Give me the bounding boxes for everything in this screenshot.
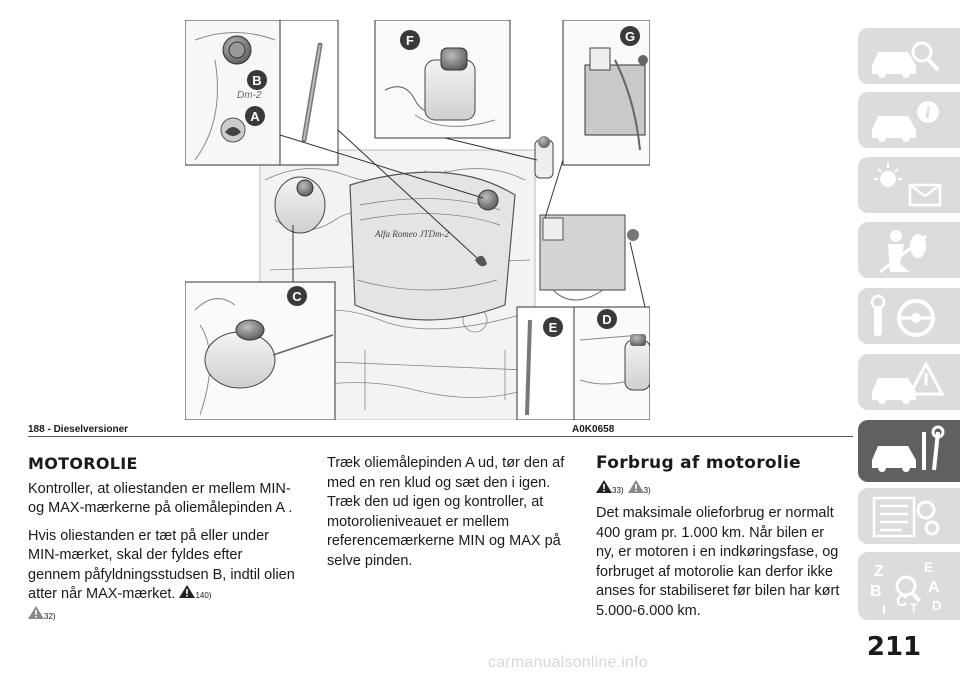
svg-text:C: C	[292, 289, 302, 304]
oil-filler-cap	[477, 189, 499, 211]
tab-airbag-seat[interactable]	[858, 222, 960, 278]
car-warning-icon	[872, 360, 945, 404]
car-tools-icon	[872, 425, 945, 472]
column-consumption: Forbrug af motorolie 33) 3) Det maksimal…	[596, 453, 846, 629]
ref-140: 140)	[195, 591, 212, 600]
engine-badge: Alfa Romeo JTDm-2	[374, 229, 449, 239]
callout-c: C	[287, 286, 307, 306]
tab-lights-message[interactable]	[858, 157, 960, 213]
caution-triangle-icon	[28, 605, 44, 619]
inset-mark: Dm-2	[237, 90, 262, 101]
svg-text:B: B	[870, 583, 882, 600]
callout-b: B	[247, 70, 267, 90]
tab-car-warning[interactable]	[858, 354, 960, 410]
paragraph-consumption: Det maksimale olieforbrug er normalt 400…	[596, 505, 840, 619]
svg-text:D: D	[932, 598, 941, 613]
divider	[28, 436, 853, 437]
heading-motorolie: MOTOROLIE	[28, 454, 138, 473]
warning-triangle-icon	[596, 479, 612, 493]
refs-row: 33) 3)	[596, 479, 846, 501]
engine-compartment-illustration: Alfa Romeo JTDm-2 Dm-2	[185, 20, 650, 420]
svg-text:A: A	[250, 109, 260, 124]
airbag-seat-icon	[879, 230, 927, 274]
column-motorolie: MOTOROLIE Kontroller, at oliestanden er …	[28, 454, 296, 634]
dipstick-handle	[475, 255, 487, 267]
ref-32: 32)	[44, 611, 56, 621]
tab-car-tools[interactable]	[858, 420, 960, 482]
service-list-icon	[872, 496, 940, 538]
lights-message-icon	[874, 163, 942, 207]
svg-text:T: T	[910, 601, 918, 615]
column-dipstick: Træk oliemålepinden A ud, tør den af med…	[327, 454, 567, 579]
svg-text:E: E	[549, 320, 558, 335]
key-steering-icon	[870, 294, 935, 337]
svg-text:G: G	[625, 29, 635, 44]
paragraph-dipstick: Træk oliemålepinden A ud, tør den af med…	[327, 455, 565, 569]
callout-a: A	[245, 106, 265, 126]
tab-service-list[interactable]	[858, 488, 960, 544]
tab-car-info[interactable]: i	[858, 92, 960, 148]
index-letters-icon: Z E B A C T D I	[870, 559, 941, 617]
paragraph-check-level: Kontroller, at oliestanden er mellem MIN…	[28, 480, 293, 517]
svg-text:B: B	[252, 73, 261, 88]
svg-text:I: I	[882, 602, 886, 617]
ref-3: 3)	[643, 485, 651, 495]
svg-text:Z: Z	[874, 563, 884, 580]
paragraph-top-up: Hvis oliestanden er tæt på eller under M…	[28, 527, 295, 621]
heading-consumption: Forbrug af motorolie	[596, 453, 801, 473]
ref-33: 33)	[612, 485, 624, 495]
callout-d: D	[597, 309, 617, 329]
callout-e: E	[543, 317, 563, 337]
figure-code: A0K0658	[572, 424, 615, 435]
tab-index[interactable]: Z E B A C T D I	[858, 552, 960, 620]
tab-key-steering[interactable]	[858, 288, 960, 344]
page-number: 211	[866, 632, 922, 662]
callout-f: F	[400, 30, 420, 50]
car-info-icon: i	[872, 101, 939, 142]
inset-dipstick	[279, 20, 339, 166]
warning-triangle-icon	[179, 585, 196, 598]
svg-text:C: C	[896, 593, 908, 610]
svg-text:E: E	[924, 559, 933, 575]
tab-car-search[interactable]	[858, 28, 960, 84]
svg-text:i: i	[925, 104, 931, 122]
caution-triangle-icon	[627, 479, 644, 493]
svg-text:F: F	[406, 33, 414, 48]
callout-g: G	[620, 26, 640, 46]
watermark: carmanualsonline.info	[488, 654, 648, 671]
car-search-icon	[872, 41, 940, 78]
section-label: 188 - Dieselversioner	[28, 424, 129, 435]
engine-cover	[349, 171, 516, 321]
svg-text:A: A	[928, 579, 940, 596]
svg-text:D: D	[602, 312, 611, 327]
